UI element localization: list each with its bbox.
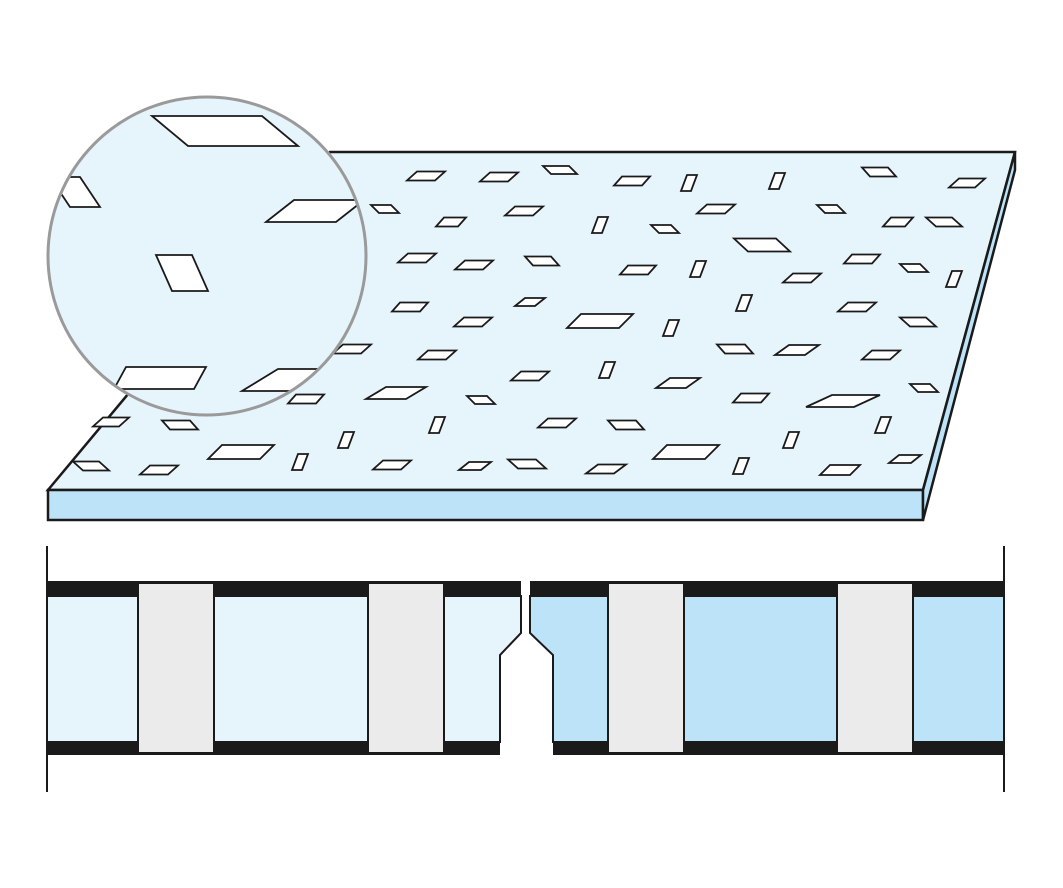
flake	[290, 453, 310, 471]
flake	[859, 166, 899, 178]
flake	[617, 264, 659, 276]
flake	[427, 416, 447, 434]
flake	[583, 463, 629, 475]
flake	[540, 165, 580, 175]
flake	[415, 349, 459, 361]
flake	[767, 172, 787, 190]
flake	[505, 458, 549, 470]
magnifier-ring	[46, 95, 368, 417]
flake	[597, 361, 617, 379]
flake	[734, 294, 754, 312]
flake	[730, 392, 772, 404]
flake	[456, 461, 494, 471]
flake	[694, 203, 738, 215]
flake	[512, 297, 548, 307]
flake	[923, 216, 965, 228]
pillar	[607, 582, 685, 754]
flake	[653, 377, 703, 389]
board-front-edge	[46, 488, 925, 522]
flake	[946, 177, 988, 189]
flake	[149, 115, 301, 147]
flake	[873, 416, 893, 434]
flake	[370, 459, 414, 471]
flake	[522, 255, 562, 267]
flake	[112, 366, 208, 390]
flake	[263, 199, 366, 223]
cross-section	[46, 546, 1005, 792]
left-panel-core	[46, 595, 522, 743]
right-panel-top-skin	[530, 581, 1004, 596]
flake	[731, 457, 751, 475]
flake	[285, 393, 327, 405]
flake	[859, 349, 903, 361]
board-side-edge	[921, 151, 1017, 521]
flake	[781, 431, 801, 449]
flake	[772, 344, 822, 356]
flake	[389, 301, 431, 313]
flake	[137, 464, 181, 476]
pillar	[836, 582, 914, 754]
flake	[886, 454, 924, 464]
flake	[805, 394, 881, 408]
flake	[451, 316, 495, 328]
flake	[535, 417, 579, 429]
flake	[944, 270, 964, 288]
magnifier	[46, 95, 368, 417]
flake	[205, 444, 277, 460]
flake	[154, 254, 210, 292]
flake	[477, 171, 521, 183]
flake	[433, 216, 469, 228]
flake	[395, 252, 439, 264]
flake	[688, 260, 708, 278]
pillar	[367, 582, 445, 754]
flake	[907, 383, 941, 393]
flake	[611, 175, 653, 187]
flake	[897, 263, 931, 273]
magnifier-lens	[48, 97, 366, 415]
flake	[880, 216, 916, 228]
flake	[564, 313, 636, 329]
flake	[814, 204, 848, 214]
flake	[404, 170, 448, 182]
flake	[502, 205, 546, 217]
flake	[368, 204, 402, 214]
flake	[605, 419, 647, 431]
flake	[841, 253, 883, 265]
flake	[508, 370, 552, 382]
flake	[897, 316, 939, 328]
flake	[362, 386, 430, 400]
flake	[70, 460, 112, 472]
right-panel-core	[529, 595, 1005, 743]
flake	[780, 272, 824, 284]
flakes-group	[70, 165, 988, 476]
flake	[714, 343, 756, 355]
flake	[90, 416, 132, 428]
flake	[817, 464, 863, 476]
flake	[661, 319, 681, 337]
left-panel-top-skin	[47, 581, 521, 596]
flake	[590, 216, 610, 234]
flake	[464, 395, 498, 405]
flake	[650, 444, 722, 460]
flake	[731, 237, 793, 253]
pillar	[137, 582, 215, 754]
flake	[336, 431, 356, 449]
flake	[835, 301, 879, 313]
flake	[452, 259, 496, 271]
flake	[648, 224, 682, 234]
flake	[159, 419, 201, 431]
flake	[679, 174, 699, 192]
